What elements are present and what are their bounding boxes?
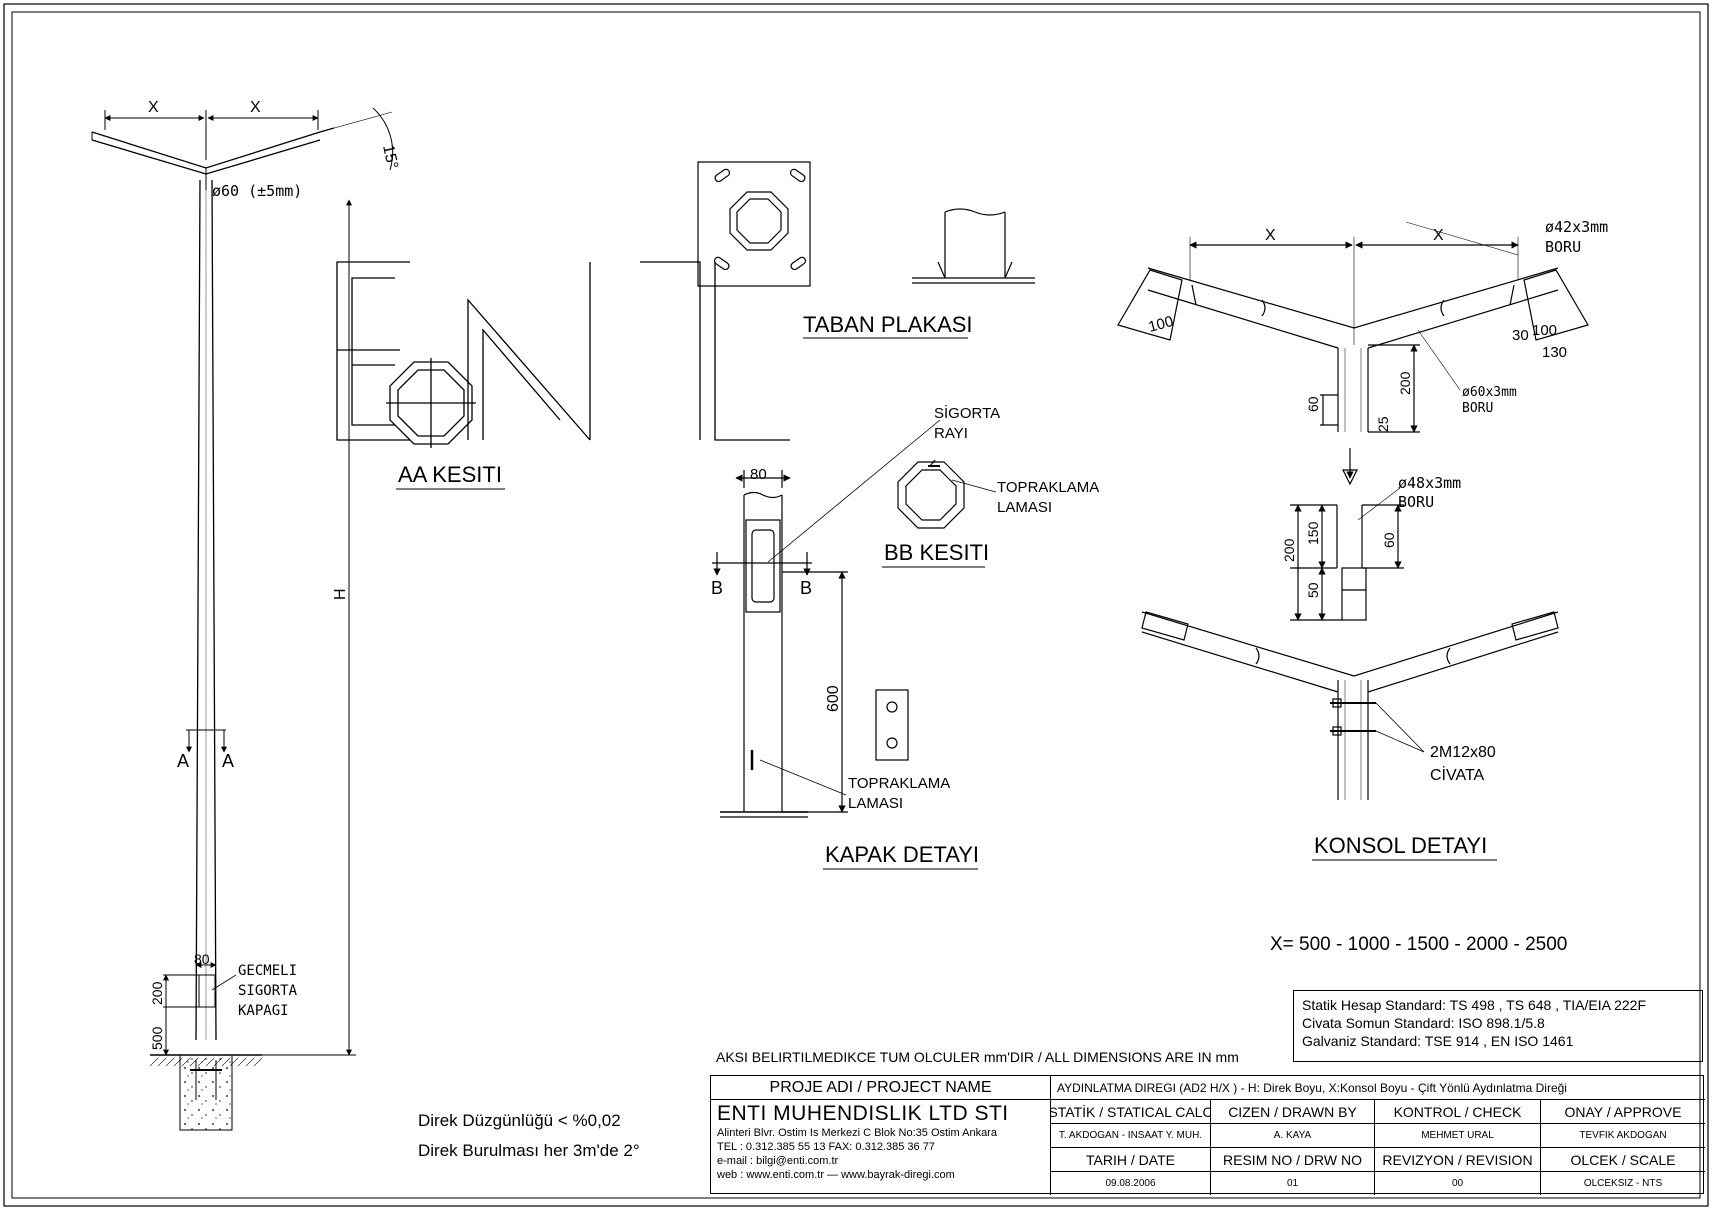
company-tel: TEL : 0.312.385 55 13 FAX: 0.312.385 36 … <box>717 1141 935 1153</box>
konsol-x-label-1: X <box>1265 227 1276 244</box>
resim-value: 01 <box>1211 1172 1375 1195</box>
konsol-dim-100-left: 100 <box>1147 313 1176 336</box>
civata-label-1: 2M12x80 <box>1430 744 1496 761</box>
kontrol-value: MEHMET URAL <box>1375 1124 1541 1148</box>
hatch-width-80: 80 <box>194 951 210 967</box>
statik-label: STATİK / STATICAL CALC <box>1051 1100 1211 1124</box>
bb-kesiti-title: BB KESITI <box>884 540 989 565</box>
main-pole-elevation <box>91 107 394 1131</box>
direk-duzgunlugu-note: Direk Düzgünlüğü < %0,02 <box>418 1111 621 1130</box>
project-label: PROJE ADI / PROJECT NAME <box>711 1076 1051 1100</box>
a-cut-label-left: A <box>177 751 189 771</box>
direk-burulmasi-note: Direk Burulması her 3m'de 2° <box>418 1141 640 1160</box>
x-values-note: X= 500 - 1000 - 1500 - 2000 - 2500 <box>1270 934 1567 955</box>
company-email: e-mail : bilgi@enti.com.tr <box>717 1155 839 1167</box>
company-block: ENTI MUHENDISLIK LTD STI Alinteri Blvr. … <box>711 1100 1051 1195</box>
aa-section-octagon <box>389 361 473 445</box>
konsol-detayi-title: KONSOL DETAYI <box>1314 833 1487 858</box>
kapak-detail <box>712 419 941 818</box>
x-dim-label-2: X <box>250 99 261 116</box>
base-plate-plan <box>697 161 811 287</box>
gecmeli-label: GECMELI <box>238 963 297 979</box>
sigorta-rayi-label-2: RAYI <box>934 425 968 442</box>
tarih-label: TARIH / DATE <box>1051 1148 1211 1172</box>
bb-topraklama-label-2: LAMASI <box>997 499 1052 516</box>
revizyon-value: 00 <box>1375 1172 1541 1195</box>
sleeve-dim-150: 150 <box>1305 521 1321 545</box>
pole-diameter-label: ø60 (±5mm) <box>212 182 302 200</box>
tarih-value: 09.08.2006 <box>1051 1172 1211 1195</box>
h-dim-label: H <box>332 588 349 600</box>
konsol-detail-top <box>1117 221 1589 486</box>
title-block: PROJE ADI / PROJECT NAME AYDINLATMA DIRE… <box>710 1075 1705 1195</box>
konsol-dim-130: 130 <box>1542 344 1567 361</box>
boru48-sub-label: BORU <box>1398 493 1434 511</box>
kapagi-label: KAPAGI <box>238 1003 289 1019</box>
konsol-dim-60: 60 <box>1305 396 1321 412</box>
dimensions-note: AKSI BELIRTILMEDIKCE TUM OLCULER mm'DIR … <box>716 1049 1239 1065</box>
resim-label: RESIM NO / DRW NO <box>1211 1148 1375 1172</box>
outer-frame <box>3 3 1709 1207</box>
aa-kesiti-title: AA KESITI <box>398 462 502 487</box>
enti-watermark-logo <box>336 261 790 448</box>
bb-topraklama-label-1: TOPRAKLAMA <box>997 479 1099 496</box>
konsol-x-label-2: X <box>1433 227 1444 244</box>
boru42-sub-label: BORU <box>1545 238 1581 256</box>
project-name: AYDINLATMA DIREGI (AD2 H/X ) - H: Direk … <box>1051 1076 1705 1100</box>
topraklama-label-2: LAMASI <box>848 795 903 812</box>
company-name: ENTI MUHENDISLIK LTD STI <box>717 1102 1009 1125</box>
taban-plakasi-title: TABAN PLAKASI <box>803 312 973 337</box>
sleeve-dim-60: 60 <box>1381 532 1397 548</box>
boru42-label: ø42x3mm <box>1545 218 1608 236</box>
bb-section <box>897 459 997 529</box>
b-cut-label-right: B <box>800 578 812 598</box>
onay-label: ONAY / APPROVE <box>1541 1100 1705 1124</box>
kapak-detayi-title: KAPAK DETAYI <box>825 842 979 867</box>
sigorta-rayi-label-1: SİGORTA <box>934 404 1000 422</box>
cizen-value: A. KAYA <box>1211 1124 1375 1148</box>
revizyon-label: REVIZYON / REVISION <box>1375 1148 1541 1172</box>
inner-frame <box>11 11 1701 1199</box>
standards-box: Statik Hesap Standard: TS 498 , TS 648 ,… <box>1293 990 1703 1062</box>
konsol-detail-sleeve <box>1290 487 1404 621</box>
statik-value: T. AKDOGAN - INSAAT Y. MUH. <box>1051 1124 1211 1148</box>
sleeve-dim-200: 200 <box>1281 538 1297 562</box>
hatch-dim-200: 200 <box>149 981 165 1005</box>
boru60-label: ø60x3mm <box>1462 385 1517 400</box>
standard-row: Civata Somun Standard: ISO 898.1/5.8 <box>1302 1015 1545 1031</box>
boru60-sub-label: BORU <box>1462 401 1493 416</box>
topraklama-label-1: TOPRAKLAMA <box>848 775 950 792</box>
kontrol-label: KONTROL / CHECK <box>1375 1100 1541 1124</box>
x-dim-label-1: X <box>148 99 159 116</box>
kapak-width-80: 80 <box>750 466 767 483</box>
olcek-value: OLCEKSIZ - NTS <box>1583 1178 1663 1189</box>
konsol-detail-bottom <box>1141 611 1559 800</box>
konsol-dim-25: 25 <box>1375 416 1391 432</box>
onay-value: TEVFIK AKDOGAN <box>1541 1124 1705 1148</box>
standard-row: Galvaniz Standard: TSE 914 , EN ISO 1461 <box>1302 1033 1574 1049</box>
konsol-dim-30: 30 <box>1512 327 1529 344</box>
hatch-dim-500: 500 <box>149 1026 165 1050</box>
sigorta-label: SIGORTA <box>238 983 298 999</box>
company-address: Alinteri Blvr. Ostim Is Merkezi C Blok N… <box>717 1127 997 1139</box>
angle-label: 15° <box>379 143 401 170</box>
b-cut-label-left: B <box>711 578 723 598</box>
standard-row: Statik Hesap Standard: TS 498 , TS 648 ,… <box>1302 997 1646 1013</box>
olcek-label: OLCEK / SCALE <box>1541 1148 1705 1172</box>
boru48-label: ø48x3mm <box>1398 474 1461 492</box>
a-cut-label-right: A <box>222 751 234 771</box>
kapak-dim-600: 600 <box>825 685 842 712</box>
company-web: web : www.enti.com.tr — www.bayrak-direg… <box>717 1169 955 1181</box>
civata-label-2: CİVATA <box>1430 765 1485 784</box>
base-plate-elevation <box>912 208 1035 284</box>
cizen-label: CIZEN / DRAWN BY <box>1211 1100 1375 1124</box>
konsol-dim-100-right: 100 <box>1532 322 1557 339</box>
sleeve-dim-50: 50 <box>1305 582 1321 598</box>
konsol-dim-200: 200 <box>1397 371 1413 395</box>
